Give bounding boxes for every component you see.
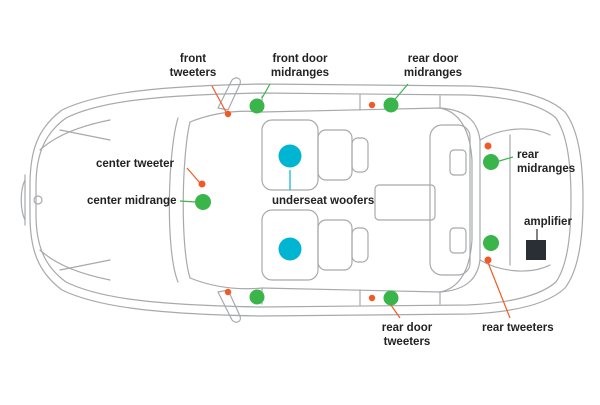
label-front-door-midranges-line1: front door	[272, 53, 328, 65]
rear-tweeter-right-marker	[484, 256, 492, 264]
label-front-tweeters: front tweeters	[163, 52, 223, 80]
underseat-woofer-right-marker	[278, 237, 302, 261]
leader-center-tweeter	[186, 167, 201, 184]
label-rear-door-tweeters: rear door tweeters	[362, 321, 452, 349]
label-rear-door-midranges: rear door midranges	[388, 52, 478, 80]
rear-door-midrange-left-marker	[383, 97, 399, 113]
center-tweeter-marker	[198, 180, 206, 188]
speakers	[195, 97, 546, 306]
front-door-midrange-left-marker	[249, 98, 265, 114]
leader-front-tweeters	[211, 85, 227, 113]
label-front-door-midranges: front door midranges	[255, 52, 345, 80]
center-midrange-marker	[195, 194, 211, 210]
label-center-midrange-text: center midrange	[87, 195, 177, 207]
rear-midrange-right-marker	[483, 235, 499, 251]
label-rear-midranges-line1: rear	[517, 149, 539, 161]
front-door-midrange-right-marker	[249, 289, 265, 305]
amplifier-marker	[526, 240, 546, 260]
label-center-tweeter-text: center tweeter	[96, 158, 174, 170]
label-amplifier-text: amplifier	[524, 216, 572, 228]
label-rear-door-tweeters-line2: tweeters	[383, 336, 431, 348]
label-rear-door-midranges-line2: midranges	[403, 67, 463, 79]
label-front-door-midranges-line2: midranges	[270, 67, 330, 79]
label-front-tweeters-line1: front	[179, 53, 207, 65]
label-rear-midranges-line2: midranges	[517, 163, 576, 175]
label-rear-door-midranges-line1: rear door	[407, 53, 459, 65]
underseat-woofer-left-marker	[278, 144, 302, 168]
rear-door-tweeter-right-marker	[368, 294, 376, 302]
label-underseat-woofers: underseat woofers	[272, 194, 374, 208]
label-rear-midranges: rear midranges	[517, 148, 575, 176]
leader-center-midrange	[179, 200, 197, 203]
rear-door-tweeter-left-marker	[368, 101, 376, 109]
car-outline	[20, 77, 584, 323]
label-center-tweeter: center tweeter	[96, 157, 174, 171]
leader-rear-tweeters	[486, 259, 511, 319]
label-rear-door-tweeters-line1: rear door	[381, 322, 433, 334]
front-tweeter-left-marker	[224, 110, 232, 118]
label-amplifier: amplifier	[524, 215, 572, 229]
rear-midrange-left-marker	[483, 154, 499, 170]
label-underseat-woofers-text: underseat woofers	[272, 195, 375, 207]
leader-front-door-midranges	[261, 83, 271, 99]
rear-door-midrange-right-marker	[383, 290, 399, 306]
label-center-midrange: center midrange	[87, 194, 176, 208]
rear-tweeter-left-marker	[484, 142, 492, 150]
label-rear-tweeters-text: rear tweeters	[482, 322, 554, 334]
label-front-tweeters-line2: tweeters	[169, 67, 217, 79]
front-tweeter-right-marker	[224, 288, 232, 296]
label-rear-tweeters: rear tweeters	[482, 321, 554, 335]
